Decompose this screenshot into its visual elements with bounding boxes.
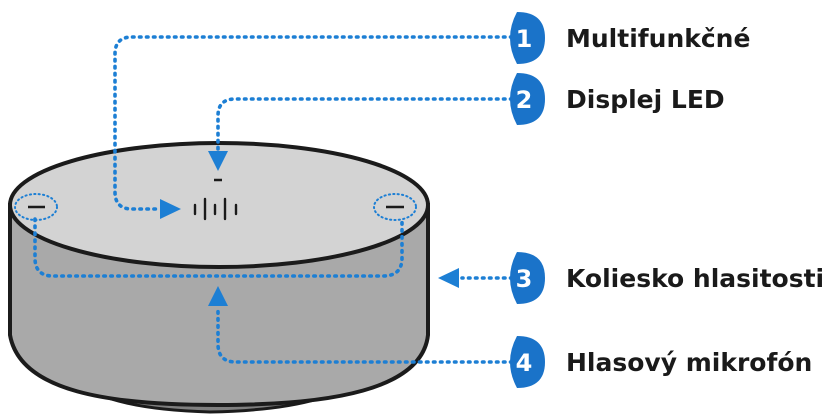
callout-4-badge: [510, 336, 545, 388]
callout-2-number: 2: [516, 86, 533, 114]
leader-arrow-3: [438, 268, 459, 288]
leader-arrow-1: [160, 199, 181, 219]
callout-3-label: Koliesko hlasitosti: [566, 264, 824, 293]
leader-line-mic: [33, 217, 404, 278]
callout-3-badge: [510, 252, 545, 304]
callout-1-label: Multifunkčné: [566, 24, 750, 53]
callout-1-badge: [510, 12, 545, 64]
multifunction-button-icon[interactable]: [193, 197, 238, 221]
leader-arrow-2: [208, 151, 228, 171]
microphone-right-ring: [373, 193, 417, 221]
leader-line-1: [113, 35, 514, 211]
smart-speaker: [8, 141, 430, 414]
callout-1-number: 1: [516, 25, 533, 53]
callout-3: 3 Koliesko hlasitosti: [510, 252, 824, 304]
callout-4-label: Hlasový mikrofón: [566, 348, 812, 377]
microphone-left-ring: [14, 193, 58, 221]
callout-2-badge: [510, 73, 545, 125]
callout-2: 2 Displej LED: [510, 73, 725, 125]
callout-4: 4 Hlasový mikrofón: [510, 336, 812, 388]
callout-2-label: Displej LED: [566, 85, 725, 114]
leader-lines: [14, 35, 514, 364]
callout-1: 1 Multifunkčné: [510, 12, 750, 64]
callout-3-number: 3: [516, 265, 533, 293]
leader-line-4: [216, 306, 514, 364]
callout-4-number: 4: [516, 349, 533, 377]
leader-arrow-4: [208, 286, 228, 306]
